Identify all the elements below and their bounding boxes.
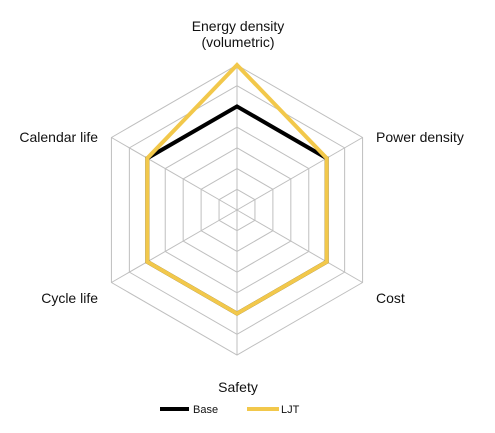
- legend-label-1: Base: [193, 404, 218, 416]
- axis-label-1: Energy density(volumetric): [192, 18, 285, 50]
- axis-label-3: Cost: [376, 290, 405, 306]
- axis-line-6: [111, 137, 238, 211]
- axis-line-3: [236, 209, 363, 283]
- legend-label-2: LJT: [281, 404, 300, 416]
- axis-line-2: [236, 137, 363, 211]
- axis-line-5: [111, 209, 238, 283]
- series-ljt-polygon: [145, 62, 329, 316]
- axis-lines: [111, 65, 363, 355]
- axis-label-6: Calendar life: [19, 129, 98, 145]
- axis-labels: Energy density(volumetric)Power densityC…: [19, 18, 464, 395]
- axis-label-4: Safety: [218, 379, 258, 395]
- axis-label-2: Power density: [376, 129, 464, 145]
- axis-label-5: Cycle life: [41, 290, 98, 306]
- series-layer: [145, 62, 329, 316]
- legend: Base LJT: [160, 404, 300, 416]
